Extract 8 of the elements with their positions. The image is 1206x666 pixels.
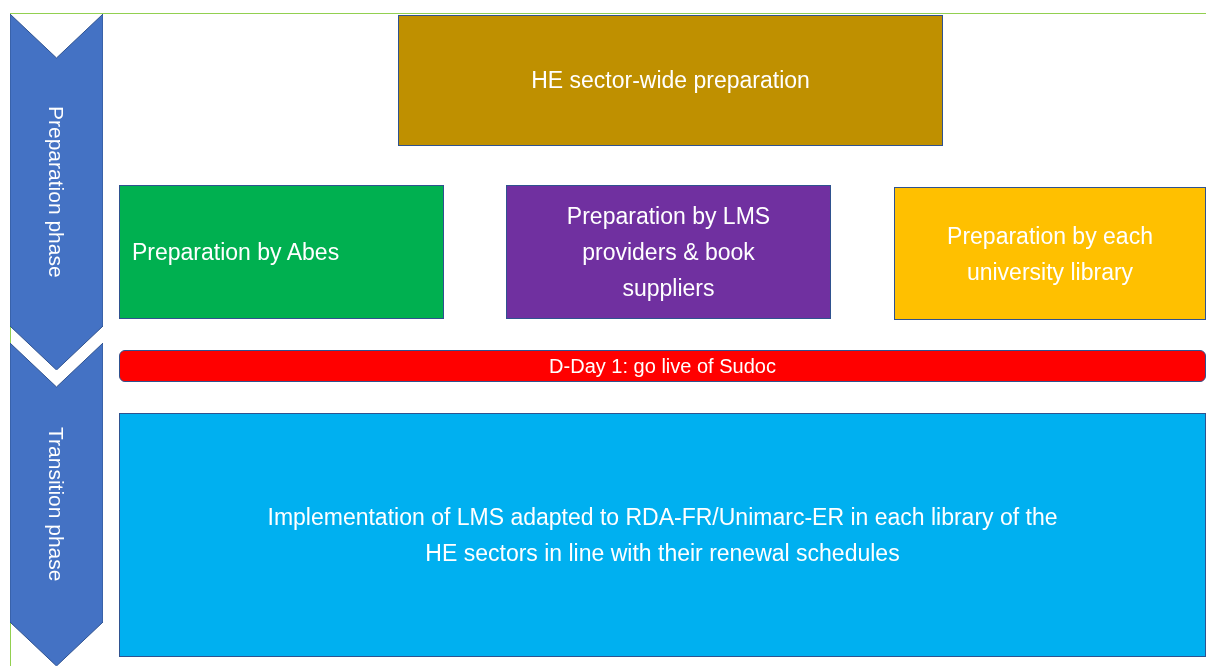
milestone-bar: D-Day 1: go live of Sudoc xyxy=(119,350,1206,382)
process-box: Preparation by Abes xyxy=(119,185,444,319)
process-box: Implementation of LMS adapted to RDA-FR/Unimarc-ER in each library of the HE sectors in line with their renewal schedules xyxy=(119,413,1206,657)
process-box: Preparation by each university library xyxy=(894,187,1206,320)
process-box: Preparation by LMS providers & book suppliers xyxy=(506,185,831,319)
phase-label: Preparation phase xyxy=(44,106,70,278)
process-box: HE sector-wide preparation xyxy=(398,15,943,146)
phase-label: Transition phase xyxy=(44,427,70,582)
